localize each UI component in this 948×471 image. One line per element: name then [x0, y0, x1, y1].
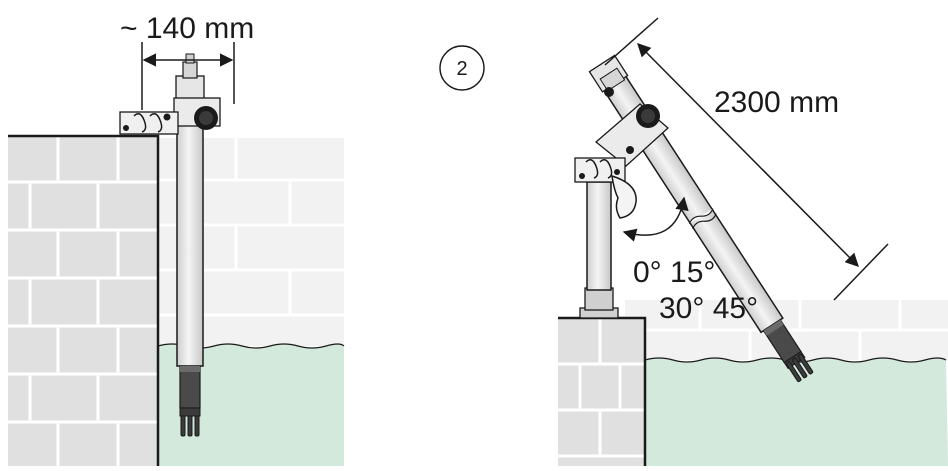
left-sensor-guard	[179, 407, 201, 437]
left-brick-joints	[8, 136, 158, 466]
length-dimension-label: 2300 mm	[714, 86, 839, 119]
left-pipe	[176, 117, 204, 367]
right-installation: 2300 mm 0° 15° 30° 45°	[558, 17, 948, 466]
right-vertical-post	[586, 181, 612, 291]
angle-label-row1: 0° 15°	[633, 256, 715, 289]
right-post-base	[584, 287, 614, 311]
left-wall-bracket	[119, 111, 179, 135]
width-dimension-label: ~ 140 mm	[120, 12, 254, 45]
step-number-badge: 2	[439, 45, 485, 91]
angle-label-row2: 30° 45°	[659, 292, 758, 325]
length-dimension	[604, 17, 889, 301]
left-water	[158, 344, 344, 466]
step-number-label: 2	[456, 58, 467, 80]
left-installation: ~ 140 mm	[8, 12, 345, 466]
left-brick-wall	[8, 136, 158, 466]
left-top-fitting	[175, 75, 205, 101]
width-dimension	[141, 42, 235, 110]
right-sensor-guard	[783, 350, 814, 383]
right-water	[645, 358, 948, 466]
right-hook	[611, 174, 637, 219]
left-sensor	[179, 365, 201, 409]
